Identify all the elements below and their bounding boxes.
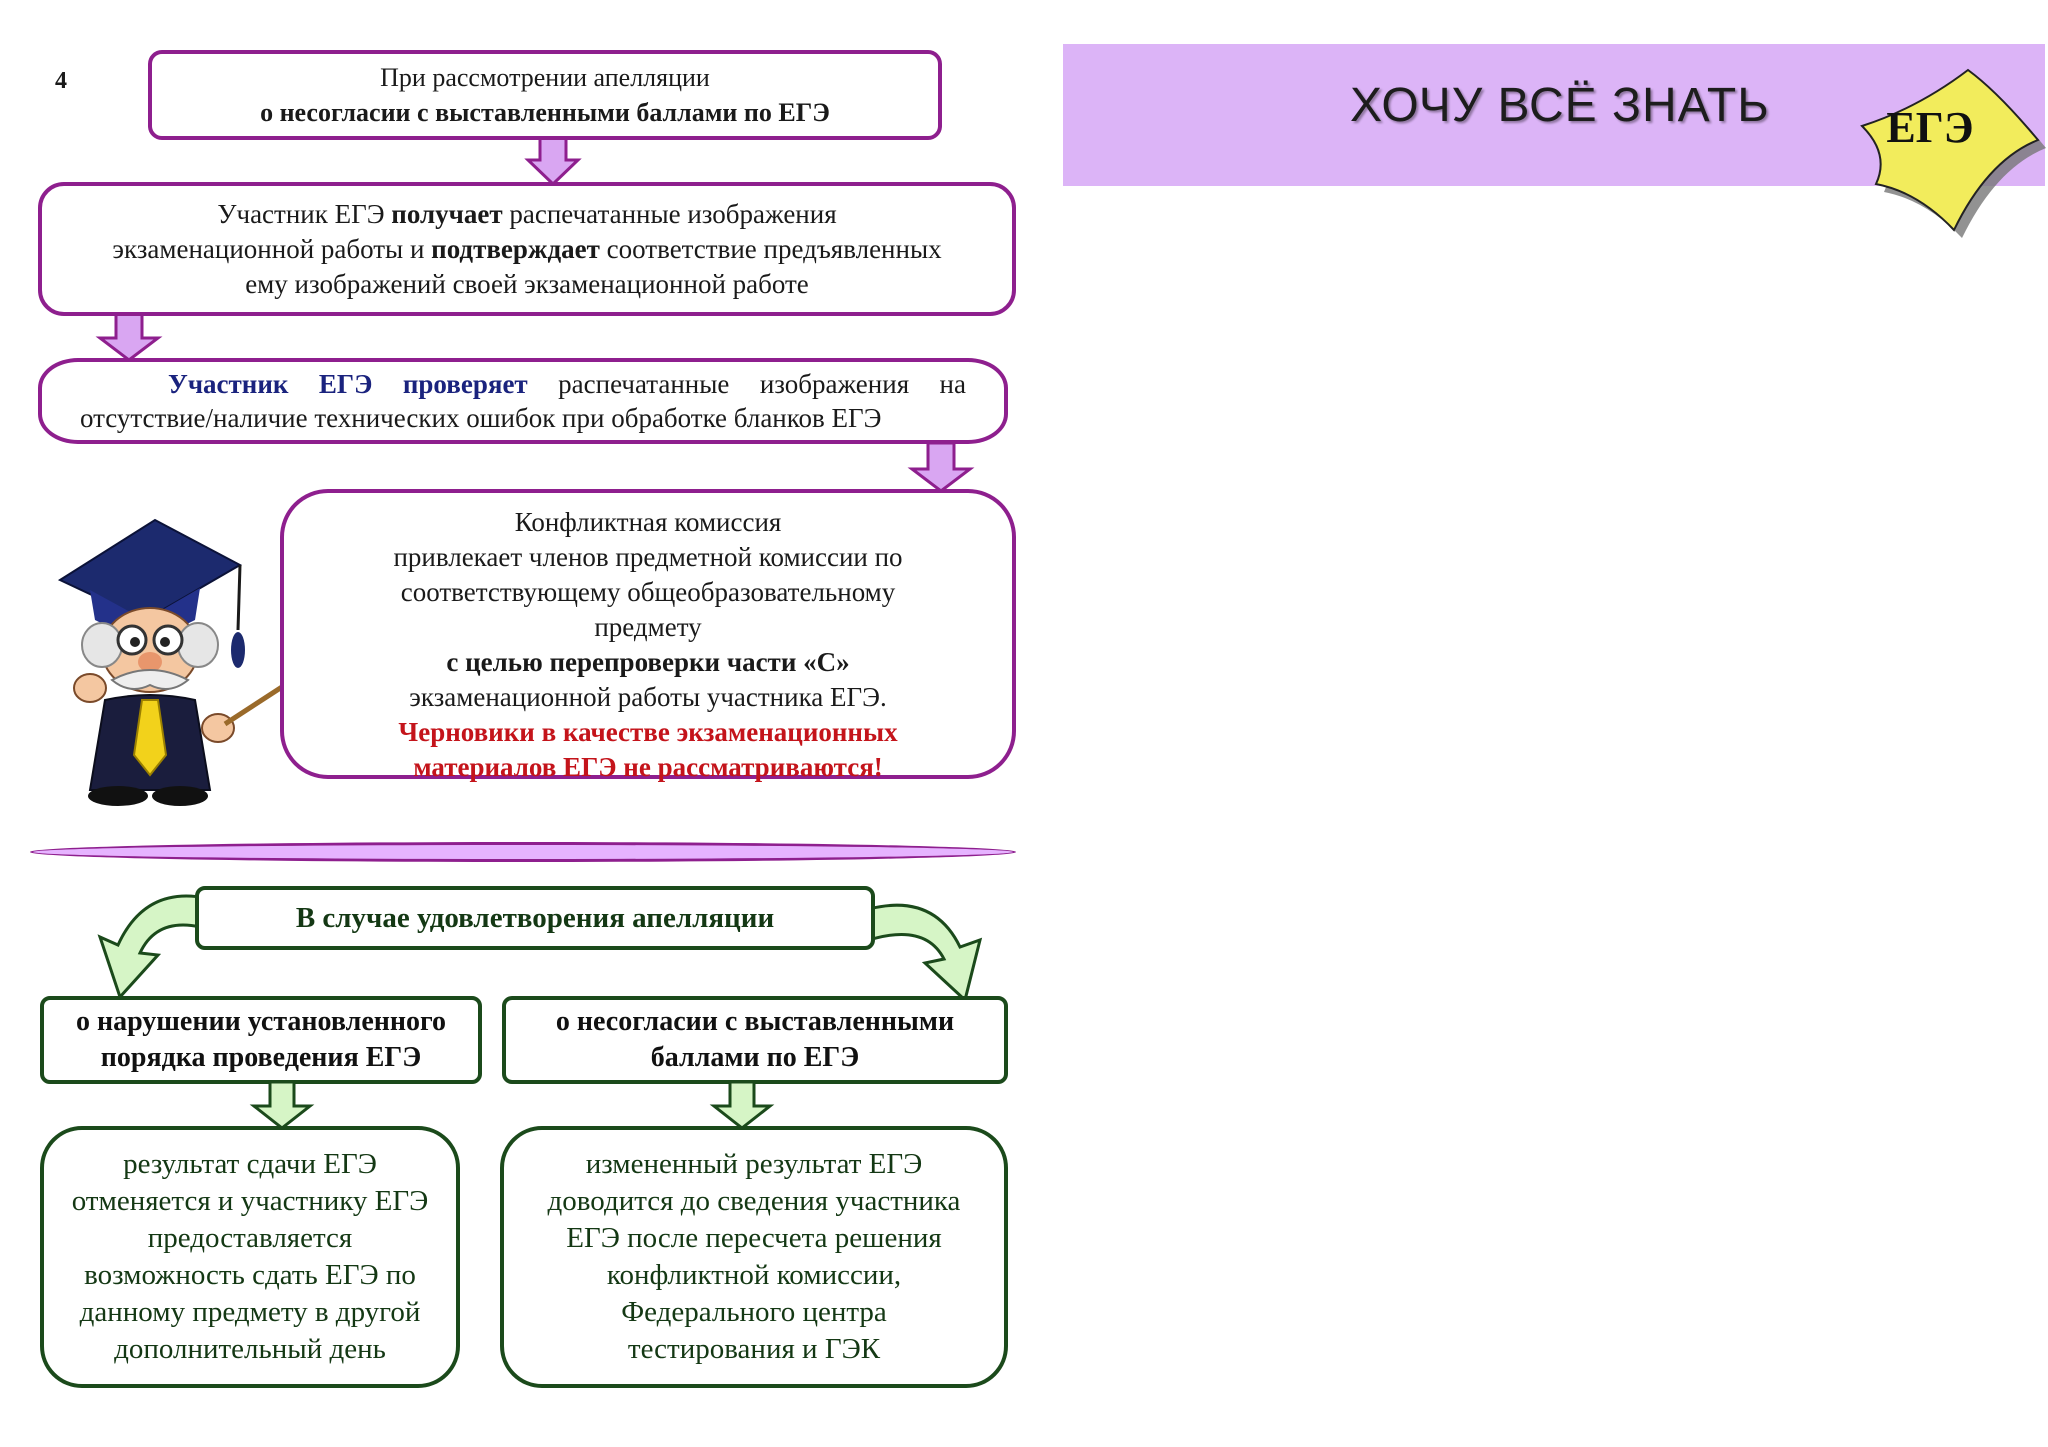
disagreement-line2: баллами по ЕГЭ: [650, 1042, 860, 1073]
commission-line2: привлекает членов предметной комиссии по: [393, 542, 903, 572]
result-cancelled-box: результат сдачи ЕГЭ отменяется и участни…: [40, 1126, 460, 1388]
appeal-satisfied-title-box: В случае удовлетворения апелляции: [195, 886, 875, 950]
result-right-line: ЕГЭ после пересчета решения: [566, 1222, 942, 1254]
result-left-line: дополнительный день: [114, 1333, 386, 1365]
down-arrow-icon: [249, 1080, 315, 1130]
banner-title: ХОЧУ ВСЁ ЗНАТЬ: [1350, 79, 1770, 132]
disagreement-line1: о несогласии с выставленными: [555, 1006, 955, 1037]
professor-mascot-icon: [57, 518, 287, 806]
text-run: соответствие предъявленных: [599, 233, 942, 264]
text-run: ему изображений своей экзаменационной ра…: [245, 268, 809, 299]
page-number: 4: [55, 68, 67, 94]
appeal-review-box: При рассмотрении апелляции о несогласии …: [148, 50, 942, 140]
result-left-line: отменяется и участнику ЕГЭ: [71, 1185, 429, 1217]
text-run: Участник ЕГЭ: [217, 198, 392, 229]
violation-line1: о нарушении установленного: [75, 1006, 447, 1037]
result-right-line: доводится до сведения участника: [547, 1185, 961, 1217]
text-run: распечатанные изображения: [502, 198, 837, 229]
result-changed-box: измененный результат ЕГЭ доводится до св…: [500, 1126, 1008, 1388]
result-left-line: возможность сдать ЕГЭ по: [84, 1259, 416, 1291]
text-run-bold: подтверждает: [431, 233, 600, 264]
receive-images-box: Участник ЕГЭ получает распечатанные изоб…: [38, 182, 1016, 316]
appeal-review-line1: При рассмотрении апелляции: [380, 63, 710, 92]
disagreement-scores-box: о несогласии с выставленными баллами по …: [502, 996, 1008, 1084]
violation-line2: порядка проведения ЕГЭ: [100, 1042, 422, 1073]
commission-line4: предмету: [594, 612, 702, 642]
drafts-warning-line2: материалов ЕГЭ не рассматриваются!: [413, 752, 883, 782]
text-run: экзаменационной работы и: [112, 233, 432, 264]
appeal-satisfied-title: В случае удовлетворения апелляции: [295, 901, 775, 934]
text-run: распечатанные изображения на: [527, 369, 966, 399]
commission-line3: соответствующему общеобразовательному: [400, 577, 896, 607]
down-arrow-icon: [524, 136, 582, 187]
appeal-review-line2: о несогласии с выставленными баллами по …: [260, 98, 830, 127]
commission-bold-line: с целью перепроверки части «С»: [446, 647, 850, 677]
section-divider: [30, 842, 1016, 862]
result-left-line: данному предмету в другой: [79, 1296, 421, 1328]
result-left-line: результат сдачи ЕГЭ: [123, 1148, 377, 1180]
result-right-line: тестирования и ГЭК: [627, 1333, 881, 1365]
result-right-line: конфликтной комиссии,: [606, 1259, 902, 1291]
result-right-line: Федерального центра: [621, 1296, 887, 1328]
violation-procedure-box: о нарушении установленного порядка прове…: [40, 996, 482, 1084]
commission-line1: Конфликтная комиссия: [514, 507, 782, 537]
text-run-bold: получает: [391, 198, 503, 229]
down-arrow-icon: [907, 441, 975, 493]
result-right-line: измененный результат ЕГЭ: [585, 1148, 923, 1180]
down-arrow-icon: [709, 1080, 775, 1130]
check-images-box: Участник ЕГЭ проверяет распечатанные изо…: [38, 358, 1008, 444]
result-left-line: предоставляется: [147, 1222, 353, 1254]
flag-badge-icon: ЕГЭ: [1860, 68, 2046, 238]
down-arrow-icon: [95, 312, 163, 362]
drafts-warning-line1: Черновики в качестве экзаменационных: [398, 717, 898, 747]
text-run: отсутствие/наличие технических ошибок пр…: [80, 403, 882, 433]
text-run-bold: Участник ЕГЭ проверяет: [168, 369, 528, 399]
commission-line5: экзаменационной работы участника ЕГЭ.: [409, 682, 887, 712]
badge-label: ЕГЭ: [1886, 103, 1973, 152]
conflict-commission-box: Конфликтная комиссия привлекает членов п…: [280, 489, 1016, 782]
